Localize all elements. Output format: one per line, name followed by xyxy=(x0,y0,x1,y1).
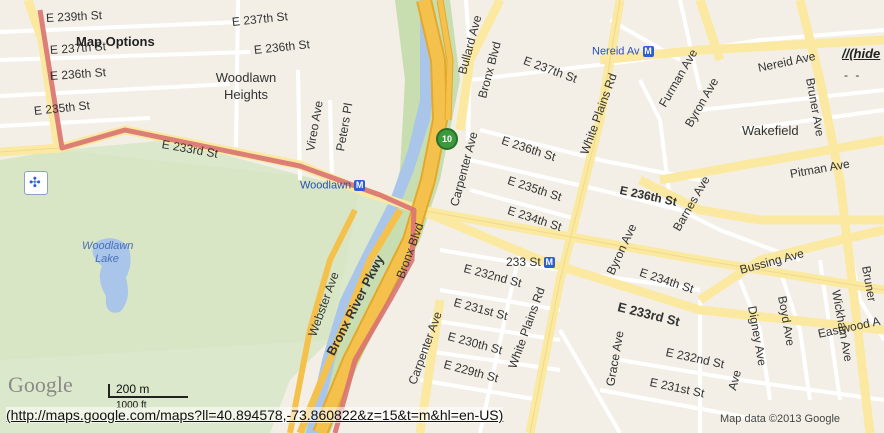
collapse-dash: - - xyxy=(844,68,862,82)
neighborhood-label: Wakefield xyxy=(742,123,799,138)
map-url-link[interactable]: (http://maps.google.com/maps?ll=40.89457… xyxy=(6,407,504,423)
pan-zoom-icon[interactable]: ✣ xyxy=(24,171,48,195)
woodlawn-lake xyxy=(92,238,131,313)
subway-icon: M xyxy=(642,46,654,57)
scale-bar: 200 m 1000 ft xyxy=(108,380,188,411)
street-label: E 239th St xyxy=(45,8,103,25)
route-line xyxy=(37,9,417,433)
bronx-river xyxy=(306,0,436,433)
subway-icon: M xyxy=(543,257,555,269)
neighborhood-label: Woodlawn Heights xyxy=(215,70,277,102)
map-options-button[interactable]: Map Options xyxy=(76,34,155,49)
subway-icon: M xyxy=(354,180,366,191)
hide-link[interactable]: //(hide xyxy=(842,46,881,61)
route-shield-icon: 10 xyxy=(436,128,458,150)
scale-metric: 200 m xyxy=(116,382,150,396)
street-label: E 236th St xyxy=(49,65,107,83)
water-label: Woodlawn Lake xyxy=(82,240,134,266)
scale-imperial: 1000 ft xyxy=(116,400,147,411)
copyright-text: Map data ©2013 Google xyxy=(720,413,841,425)
google-logo: Google xyxy=(8,372,73,397)
highway xyxy=(287,0,454,433)
